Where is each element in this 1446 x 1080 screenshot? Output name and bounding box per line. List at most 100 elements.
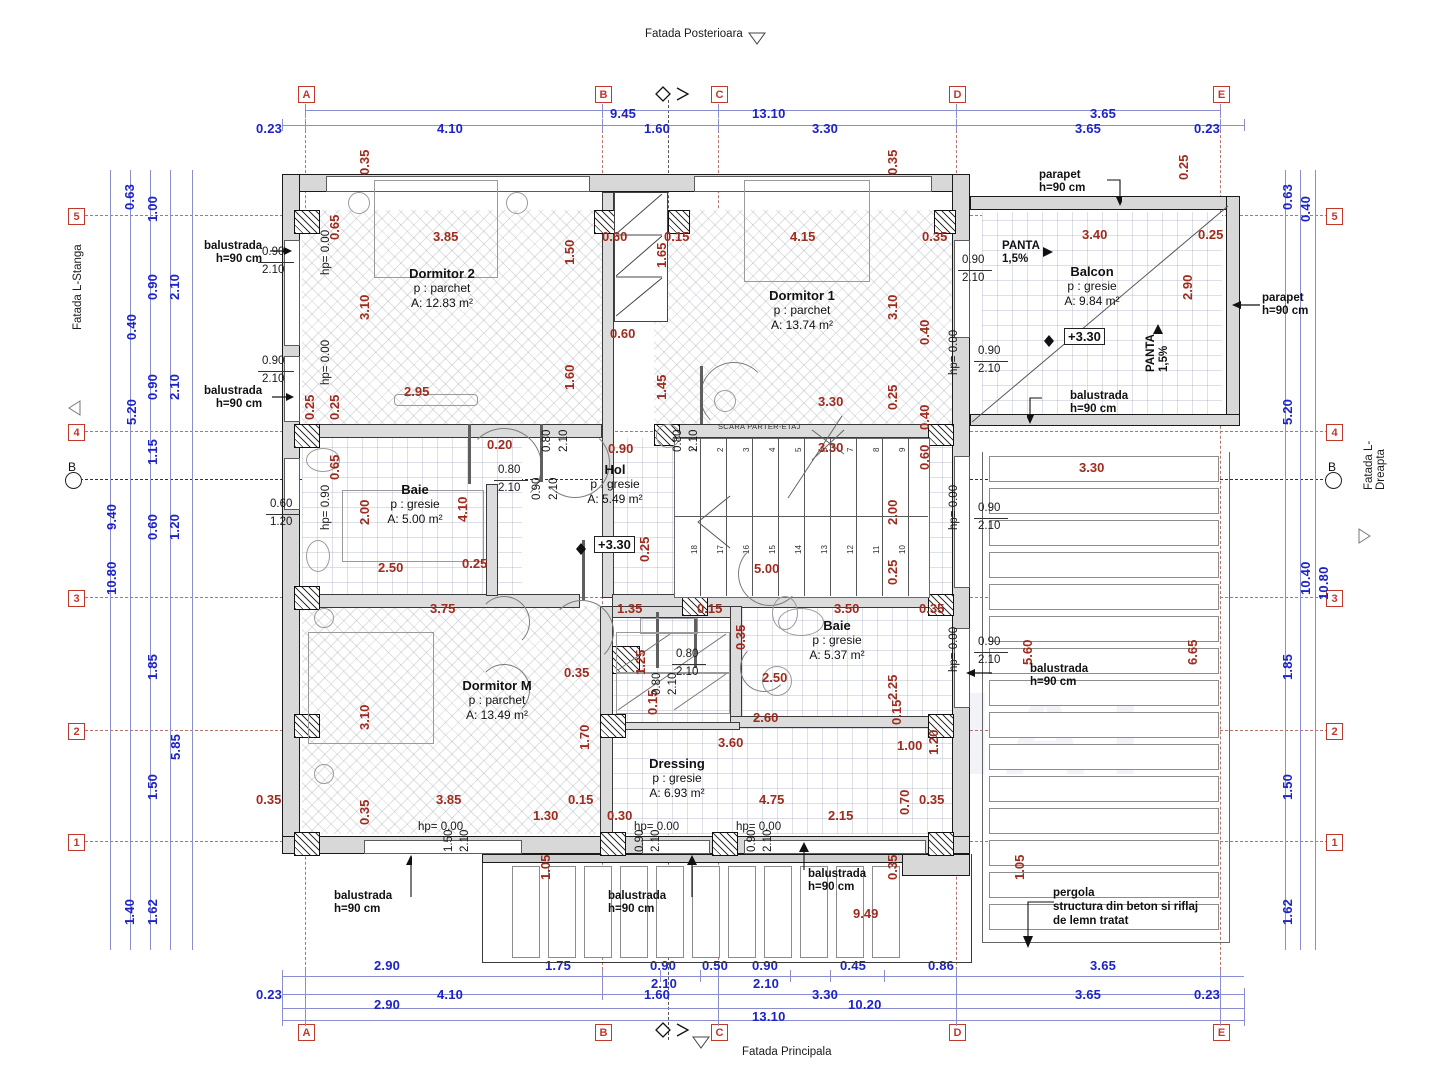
idim-060a: 0.60 — [602, 229, 628, 244]
door-leaf-dorm1[interactable] — [700, 366, 703, 424]
grid-bubble-2-left[interactable]: 2 — [68, 723, 85, 740]
window-right-1[interactable] — [954, 240, 970, 338]
window-bottom-1[interactable] — [364, 840, 522, 854]
door-leaf-dressing[interactable] — [582, 540, 585, 600]
section-bubble-right[interactable] — [1325, 472, 1342, 489]
window-right-2[interactable] — [954, 456, 970, 588]
grid-bubble-D-top[interactable]: D — [949, 86, 966, 103]
wall-dressing-inner — [612, 722, 740, 730]
room-label-balcon: Balcon p : gresie A: 9.84 m² — [1032, 264, 1152, 309]
grid-bubble-4-left[interactable]: 4 — [68, 424, 85, 441]
grid-bubble-B-bottom[interactable]: B — [595, 1024, 612, 1041]
idim-025c: 0.25 — [885, 384, 900, 410]
door-leaf-hol1[interactable] — [540, 424, 543, 482]
dim-bot2-330: 3.30 — [812, 987, 839, 1002]
win-120: 1.20 — [270, 516, 293, 528]
room-finish: p : gresie — [652, 771, 702, 785]
room-finish: p : parchet — [468, 693, 526, 707]
leader-arrow-balcon — [1027, 397, 1042, 424]
furniture-lamp-dormM-a — [314, 608, 334, 628]
furniture-bed-dorm1 — [744, 180, 870, 282]
window-left-3[interactable] — [284, 458, 300, 510]
panta-arrow-2 — [1153, 324, 1163, 334]
leader-arrow-parapet-2 — [1232, 301, 1260, 309]
idim-040a: 0.40 — [917, 319, 932, 345]
grid-bubble-1-left[interactable]: 1 — [68, 834, 85, 851]
grid-bubble-5-left[interactable]: 5 — [68, 208, 85, 225]
idim-030: 0.30 — [607, 808, 633, 823]
dim-right-040: 0.40 — [1298, 195, 1313, 222]
idim-035f: 0.35 — [733, 624, 748, 650]
hp-090: hp= 0.90 — [320, 484, 332, 530]
grid-bubble-D-bottom[interactable]: D — [949, 1024, 966, 1041]
door-leaf-baie2[interactable] — [656, 612, 659, 668]
dim-top2-410: 4.10 — [437, 121, 464, 136]
grid-bubble-A-bottom[interactable]: A — [298, 1024, 315, 1041]
win-080-e: 0.80 — [651, 672, 663, 695]
note-balustrada-pergola: balustrada h=90 cm — [1030, 663, 1089, 688]
win-090-c: 0.90 — [531, 477, 543, 500]
win-060: 0.60 — [270, 498, 293, 510]
grid-bubble-E-bottom[interactable]: E — [1213, 1024, 1230, 1041]
column-A5 — [294, 210, 320, 234]
dim-top-945: 9.45 — [610, 106, 637, 121]
grid-bubble-3-right[interactable]: 3 — [1326, 590, 1343, 607]
idim-060c: 0.60 — [917, 444, 932, 470]
hp-000-h: hp= 0.00 — [736, 821, 782, 833]
room-area: A: 13.49 m² — [465, 708, 529, 722]
terrace-slats — [512, 866, 912, 960]
idim-105b: 1.05 — [1012, 854, 1027, 880]
dim-top2-160: 1.60 — [644, 121, 671, 136]
door-leaf-baie1[interactable] — [468, 424, 471, 484]
idim-310b: 3.10 — [885, 294, 900, 320]
facade-title-right: Fatada L-Dreapta — [1363, 440, 1387, 490]
dim-bot2-023a: 0.23 — [256, 987, 283, 1002]
grid-bubble-1-right[interactable]: 1 — [1326, 834, 1343, 851]
facade-title-bottom: Fatada Principala — [742, 1046, 832, 1058]
staircase: 1 2 3 4 5 6 7 8 9 18 17 16 15 14 13 12 1… — [656, 415, 930, 598]
grid-bubble-B-top[interactable]: B — [595, 86, 612, 103]
grid-bubble-5-right[interactable]: 5 — [1326, 208, 1343, 225]
column-A4 — [294, 424, 320, 448]
grid-bubble-3-left[interactable]: 3 — [68, 590, 85, 607]
stair-break-line — [787, 415, 845, 499]
room-label-dormitor1: Dormitor 1 p : parchet A: 13.74 m² — [742, 288, 862, 333]
room-label-dormitorM: Dormitor M p : parchet A: 13.49 m² — [432, 678, 562, 723]
dim-bot1-086: 0.86 — [928, 958, 955, 973]
grid-bubble-2-right[interactable]: 2 — [1326, 723, 1343, 740]
idim-015b: 0.15 — [697, 601, 723, 616]
furniture-wardrobe-2 — [616, 672, 730, 714]
idim-250b: 2.50 — [762, 670, 788, 685]
idim-035a: 0.35 — [357, 149, 372, 175]
window-left-2[interactable] — [284, 356, 300, 422]
door-swing-wc — [478, 596, 530, 648]
win-090-g: 0.90 — [978, 636, 1001, 648]
column-A2 — [294, 714, 320, 738]
leader-arrow-parapet-1 — [1107, 179, 1122, 206]
idim-025a: 0.25 — [1198, 227, 1224, 242]
window-bottom-2[interactable] — [642, 840, 710, 854]
window-left-1[interactable] — [284, 240, 300, 346]
door-leaf-dressing2[interactable] — [694, 618, 697, 668]
grid-bubble-E-top[interactable]: E — [1213, 86, 1230, 103]
grid-bubble-A-top[interactable]: A — [298, 86, 315, 103]
level-marker-balcon: +3.30 — [1064, 328, 1105, 345]
dim-top2-330: 3.30 — [812, 121, 839, 136]
dim-left-063: 0.63 — [122, 183, 137, 210]
stair-enclosure-top — [614, 192, 668, 322]
window-bottom-3[interactable] — [744, 840, 926, 854]
grid-bubble-4-right[interactable]: 4 — [1326, 424, 1343, 441]
dim-left-1080: 10.80 — [104, 561, 119, 595]
room-finish: p : parchet — [413, 281, 471, 295]
idim-215: 2.15 — [828, 808, 854, 823]
grid-bubble-C-bottom[interactable]: C — [711, 1024, 728, 1041]
fixture-wc-baie2 — [772, 596, 798, 630]
win-150: 1.50 — [443, 829, 455, 852]
dim-left-090a: 0.90 — [145, 273, 160, 300]
grid-bubble-C-top[interactable]: C — [711, 86, 728, 103]
section-bubble-left[interactable] — [65, 472, 82, 489]
idim-035j: 0.35 — [357, 799, 372, 825]
window-right-3[interactable] — [954, 628, 970, 708]
facade-marker-left — [68, 400, 81, 416]
column-D3 — [928, 594, 954, 616]
